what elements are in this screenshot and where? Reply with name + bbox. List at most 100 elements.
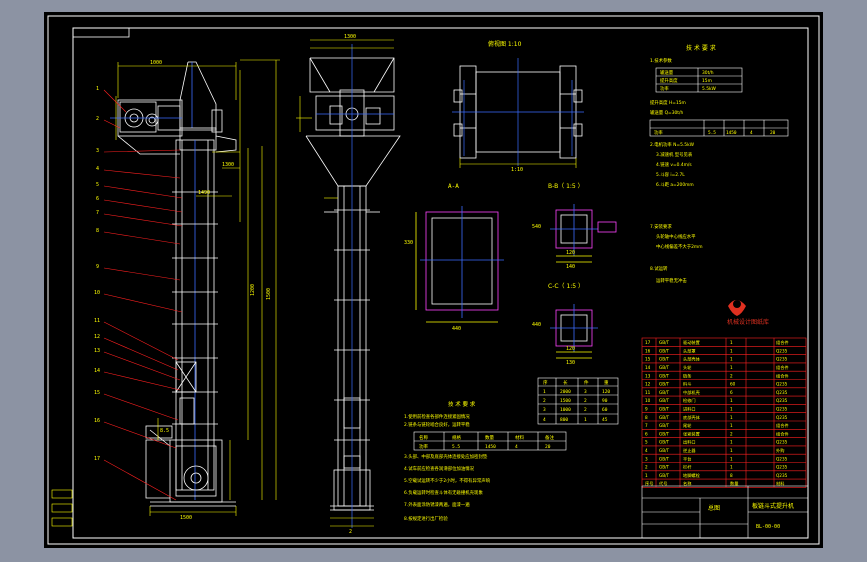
bom-cell: 尾轮 xyxy=(683,422,692,429)
bom-cell: GB/T xyxy=(659,407,670,412)
bom-cell: 链条 xyxy=(683,372,692,379)
section-b-b xyxy=(550,204,617,263)
inner-border xyxy=(72,27,809,539)
dim-sec-6: 130 xyxy=(566,360,575,366)
bom-cell: 17 xyxy=(645,340,651,345)
small-r2c3: 60 xyxy=(602,407,608,413)
dim-sec-4: 140 xyxy=(566,264,575,270)
bom-cell: Q235 xyxy=(776,456,788,461)
bom-cell: 2 xyxy=(730,431,733,436)
part-no-8: 8 xyxy=(96,228,99,234)
small-r0c2: 3 xyxy=(584,389,587,395)
small-r1c2: 2 xyxy=(584,398,587,404)
bom-cell: 平台 xyxy=(683,455,691,462)
bom-cell: 组合件 xyxy=(776,372,789,379)
bom-cell: 10 xyxy=(645,398,651,403)
param-r0c1: 30t/h xyxy=(702,70,714,76)
load-h4: 备注 xyxy=(545,434,554,441)
bom-header-cell: 数量 xyxy=(730,480,738,487)
dim-sec-2: 330 xyxy=(404,240,413,246)
bom-cell: GB/T xyxy=(659,365,670,370)
load-h3: 材料 xyxy=(515,434,524,441)
top-view-scale: 1:10 xyxy=(511,167,523,173)
motor-table xyxy=(649,119,789,137)
bom-cell: 组合件 xyxy=(776,422,789,429)
part-no-9: 9 xyxy=(96,264,99,270)
section-a-a xyxy=(415,206,504,323)
rt-row-11: 中心线偏差不大于2mm xyxy=(656,243,702,250)
load-r0c1: 5.5 xyxy=(452,444,460,450)
bom-cell: 6 xyxy=(645,431,648,436)
bom-cell: Q235 xyxy=(776,473,788,478)
bom-cell: 13 xyxy=(645,373,651,378)
part-no-4: 4 xyxy=(96,166,99,172)
bom-cell: GB/T xyxy=(659,473,670,478)
load-table-text: 名称 规格 数量 材料 备注 功率 5.5 1450 4 20 xyxy=(419,434,554,450)
bom-cell: 组合件 xyxy=(776,430,789,437)
top-view-centerlines xyxy=(452,58,584,166)
bom-cell: 地脚螺栓 xyxy=(683,472,701,479)
small-r2c1: 1000 xyxy=(560,407,571,413)
tech-row-5: 5.空载试运转不少于2小时，不得有异常声响 xyxy=(404,477,491,484)
bom-cell: 组合件 xyxy=(776,339,789,346)
bom-cell: 1 xyxy=(730,365,733,370)
title-drawing-name: 板链斗式提升机 xyxy=(752,502,794,510)
bom-cell: 1 xyxy=(730,423,733,428)
part-number-labels: 1 2 3 4 5 6 7 8 9 10 11 12 13 14 15 16 1… xyxy=(94,86,100,462)
param-r1c1: 15m xyxy=(702,78,712,84)
dim-front-7: 1500 xyxy=(180,515,192,521)
bom-cell: 60 xyxy=(730,382,736,387)
side-dimension-texts: 1300 2 xyxy=(344,34,356,535)
tech-row-2: 2.链条与链轮啮合良好，运转平稳 xyxy=(404,421,470,428)
bom-cell: 检修门 xyxy=(683,397,696,404)
bom-cell: 8 xyxy=(645,415,648,420)
rt-row-10: 头轮轴中心线应水平 xyxy=(656,233,696,240)
bom-cell: 16 xyxy=(645,348,651,353)
bom-cell: GB/T xyxy=(659,465,670,470)
bom-cell: GB/T xyxy=(659,423,670,428)
rt-row-3: 输送量 Q=30t/h xyxy=(650,109,683,116)
part-leader-lines xyxy=(103,89,183,501)
bom-cell: Q235 xyxy=(776,407,788,412)
right-tech-title: 技 术 要 求 xyxy=(686,44,716,52)
title-block xyxy=(641,485,809,539)
corner-tag-box xyxy=(72,27,130,38)
load-h0: 名称 xyxy=(419,434,428,441)
side-dimensions xyxy=(296,39,394,527)
load-r0c4: 20 xyxy=(545,444,551,450)
part-no-1: 1 xyxy=(96,86,99,92)
bom-cell: 2 xyxy=(645,465,648,470)
bom-cell: 组合件 xyxy=(776,364,789,371)
small-r2c0: 3 xyxy=(543,407,546,413)
part-no-2: 2 xyxy=(96,116,99,122)
param-r2c1: 5.5kW xyxy=(702,86,717,92)
drawing-sheet xyxy=(44,12,823,548)
motor-c2: 1450 xyxy=(726,130,737,136)
rt-row-4: 2.电机功率 N=5.5kW xyxy=(650,141,695,148)
small-h1: 长 xyxy=(563,379,568,386)
dim-front-5: 1300 xyxy=(222,162,234,168)
bom-cell: GB/T xyxy=(659,456,670,461)
bom-cell: 4 xyxy=(645,448,648,453)
small-r1c3: 90 xyxy=(602,398,608,404)
bom-cell: 3 xyxy=(645,456,648,461)
bom-cell: GB/T xyxy=(659,415,670,420)
part-no-12: 12 xyxy=(94,334,100,340)
load-r0c2: 1450 xyxy=(485,444,496,450)
dim-sec-8: 440 xyxy=(532,322,541,328)
bom-cell: Q235 xyxy=(776,390,788,395)
bom-header-cell: 序号 xyxy=(645,480,653,487)
bom-cell: 8 xyxy=(730,473,733,478)
bom-cell: 1 xyxy=(730,357,733,362)
front-dimensions xyxy=(115,59,280,516)
tech-notes-load-table xyxy=(413,431,567,451)
rt-row-13: 运转平稳无冲击 xyxy=(656,277,687,284)
bom-cell: 头轮 xyxy=(683,364,692,371)
bom-cell: 15 xyxy=(645,357,651,362)
bom-cell: 张紧装置 xyxy=(683,430,700,437)
front-elevation-view xyxy=(110,61,237,507)
bom-cell: Q235 xyxy=(776,398,788,403)
part-no-15: 15 xyxy=(94,390,100,396)
